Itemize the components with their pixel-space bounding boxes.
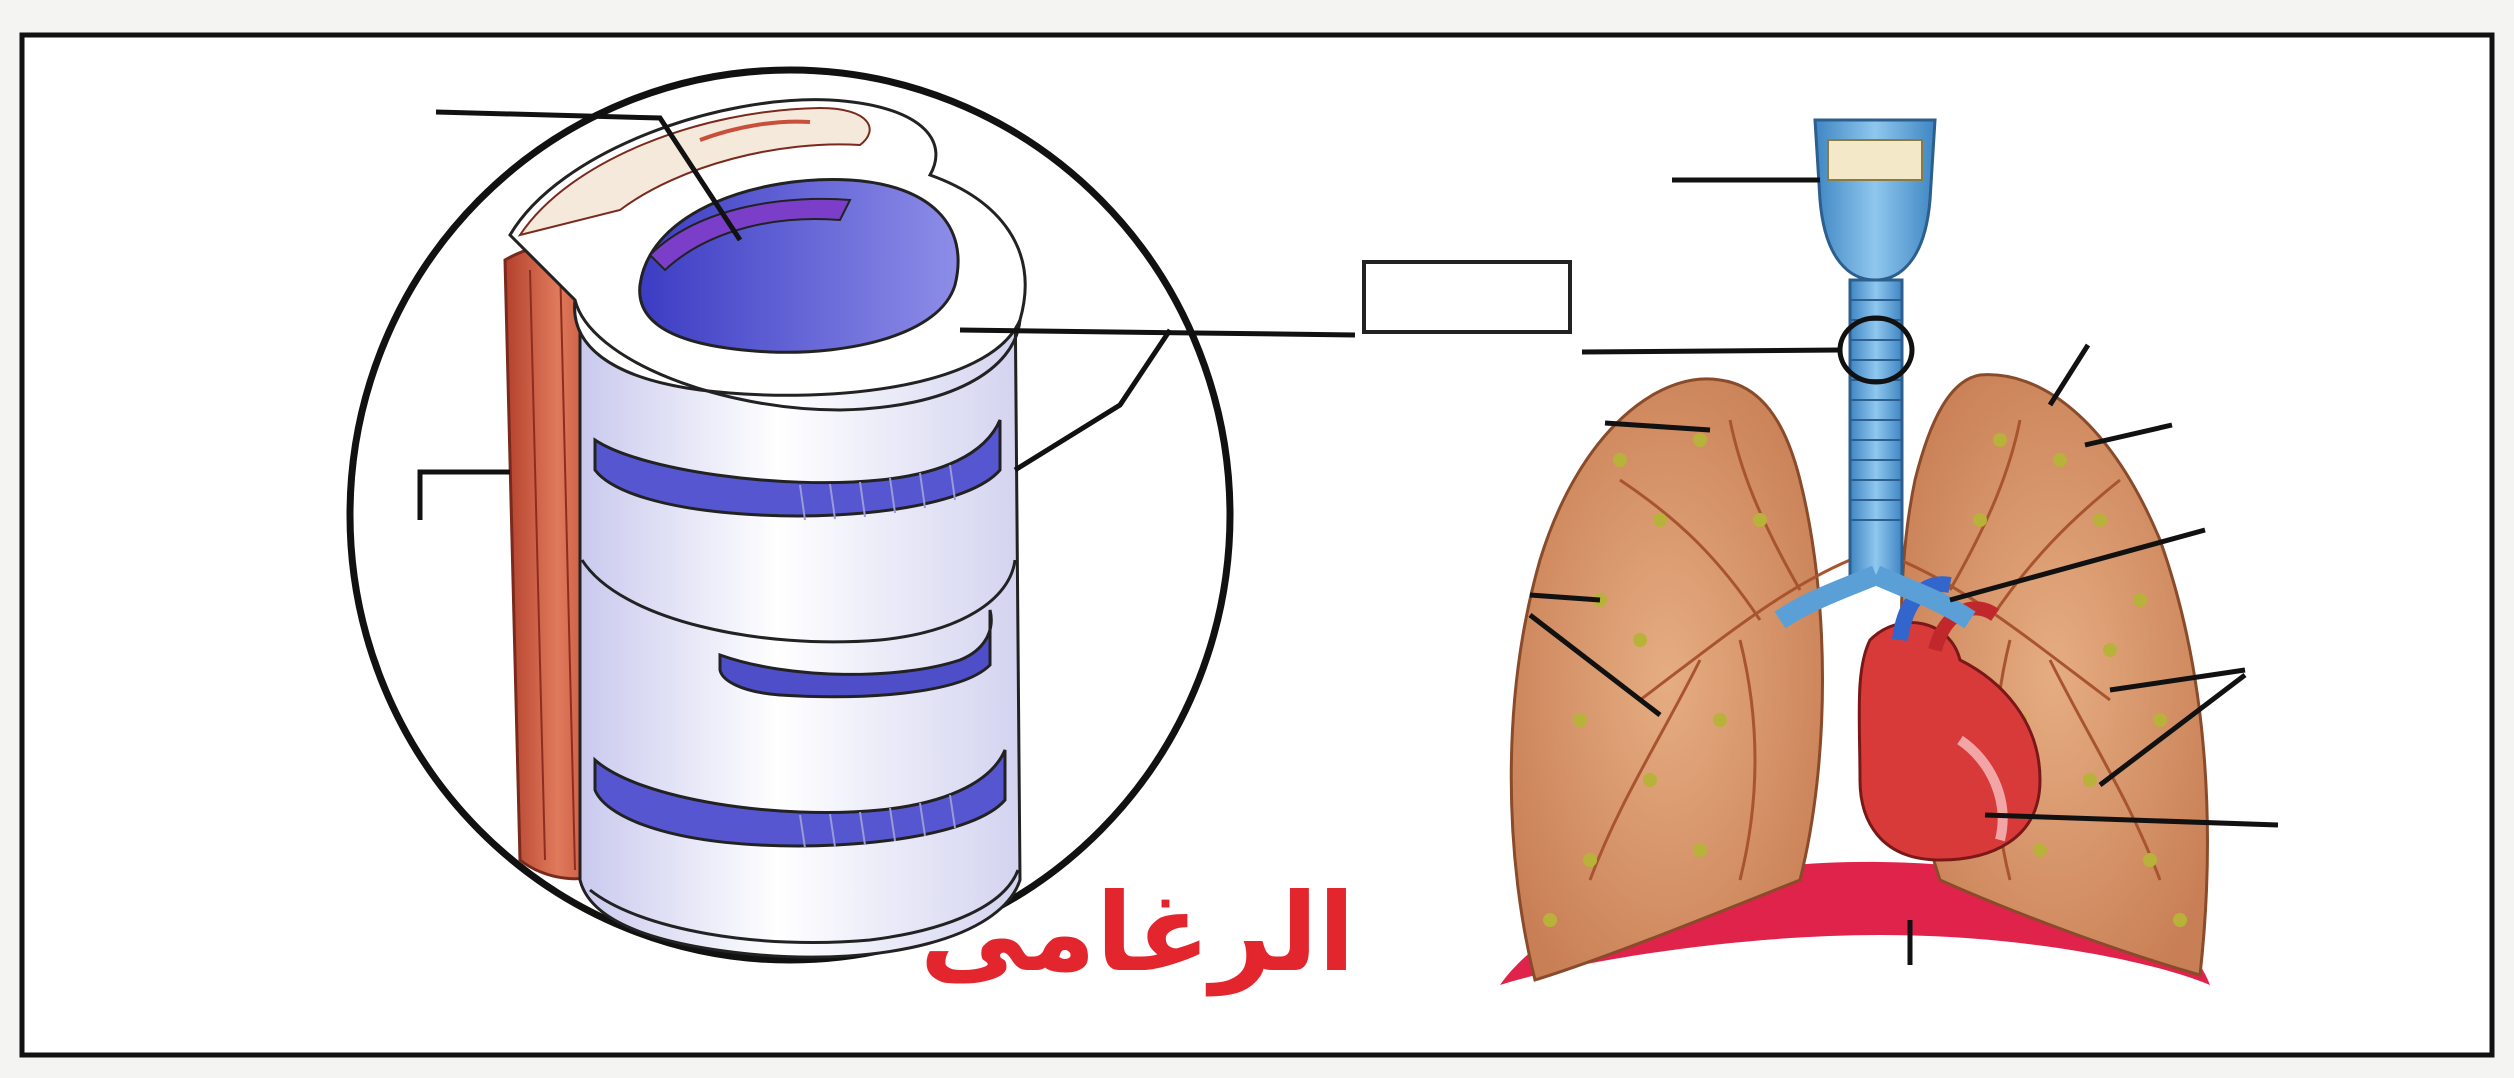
leader-trachea (1582, 350, 1840, 352)
answer-box[interactable] (1364, 262, 1570, 332)
diagram-caption: الرغامى (975, 880, 1355, 988)
